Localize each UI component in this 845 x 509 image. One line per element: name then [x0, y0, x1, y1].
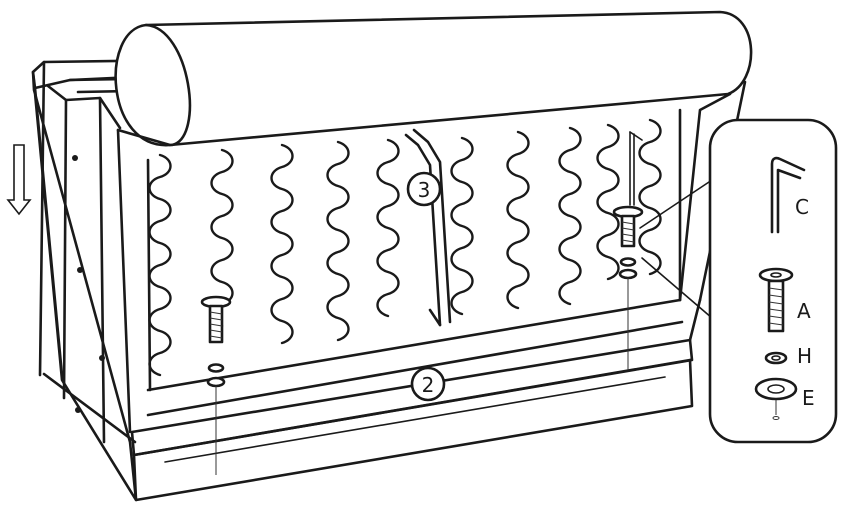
spring-9	[598, 125, 619, 279]
spring-6	[452, 138, 473, 314]
center-support-rail	[406, 130, 450, 325]
spring-7	[508, 132, 529, 308]
hardware-detail-box: C A H E	[710, 120, 836, 442]
down-arrow-icon	[8, 145, 30, 214]
spring-8	[560, 128, 581, 304]
left-bolt-assembly	[202, 297, 230, 475]
back-cushion	[116, 12, 751, 145]
spring-4	[328, 142, 349, 340]
screw-hole-4	[75, 407, 81, 413]
part-label-e: E	[802, 386, 815, 410]
spring-1	[150, 155, 171, 375]
screw-hole-3	[99, 355, 105, 361]
callout-3-label: 3	[418, 178, 431, 202]
callout-2: 2	[412, 368, 444, 400]
screw-hole-2	[77, 267, 83, 273]
part-label-a: A	[797, 299, 811, 323]
part-label-h: H	[797, 344, 812, 368]
screw-hole-1	[72, 155, 78, 161]
part-label-c: C	[795, 195, 809, 219]
springs	[150, 120, 661, 375]
callout-3: 3	[408, 173, 440, 205]
callout-2-label: 2	[422, 373, 435, 397]
seat-frame	[118, 82, 745, 500]
spring-5	[378, 140, 399, 316]
spring-10	[640, 120, 661, 274]
spring-3	[272, 145, 293, 343]
lock-washer-icon	[766, 353, 786, 363]
